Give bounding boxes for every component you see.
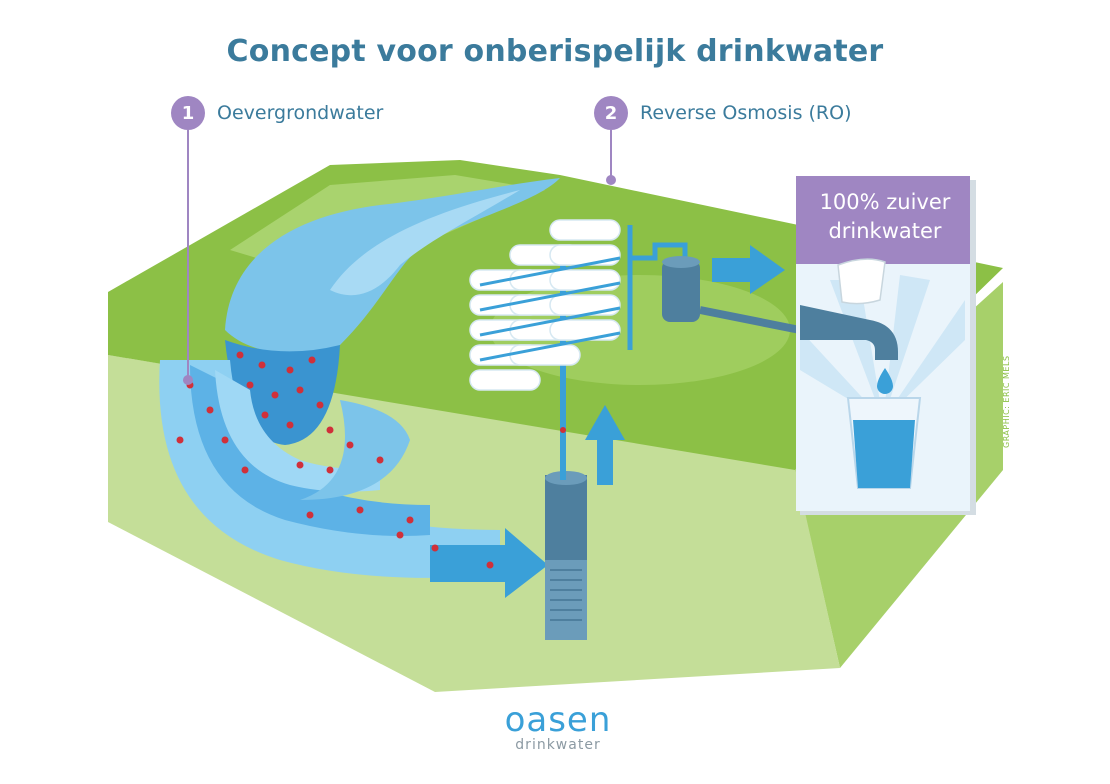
step-label: Reverse Osmosis (RO) [640,102,852,124]
graphic-credit: GRAPHIC: ERIC MELS [1002,355,1011,448]
pressure-vessel-top [662,256,700,268]
drinkwater-panel-text: 100% zuiver drinkwater [800,188,970,246]
oasen-logo: oasen drinkwater [495,703,621,753]
diagram-title: Concept voor onberispelijk drinkwater [226,34,884,69]
step-reverse-osmosis: 2 Reverse Osmosis (RO) [594,95,852,131]
panel-header [796,176,970,264]
panel-line-2: drinkwater [828,219,942,243]
tap-handle-icon [837,258,886,305]
water-drop-icon [877,368,893,394]
flow-band-right [300,400,410,500]
contaminant-dots [176,351,494,569]
flow-band-outer [159,360,501,578]
riser-pipe [560,265,566,480]
up-arrow-icon [585,405,625,485]
panel-line-1: 100% zuiver [819,190,951,214]
step-leader-lines [183,130,616,385]
step-number-badge: 2 [594,96,628,130]
tap-icon [800,305,898,360]
flow-band-middle [190,365,430,536]
logo-subtitle: drinkwater [515,737,601,753]
river-light [330,190,520,296]
supply-pipe [699,306,801,334]
logo-brand: oasen [504,700,612,740]
ro-membranes [469,219,621,391]
glass-water [853,420,915,488]
flow-band-inner [215,370,380,492]
step-oevergrondwater: 1 Oevergrondwater [171,95,383,131]
pressure-vessel [662,260,700,322]
panel-sunburst [800,275,965,420]
step-number-badge: 1 [171,96,205,130]
step-label: Oevergrondwater [217,102,384,124]
right-arrow-icon [712,245,785,294]
product-pipe [627,225,688,350]
well-screen-slots [550,569,582,621]
